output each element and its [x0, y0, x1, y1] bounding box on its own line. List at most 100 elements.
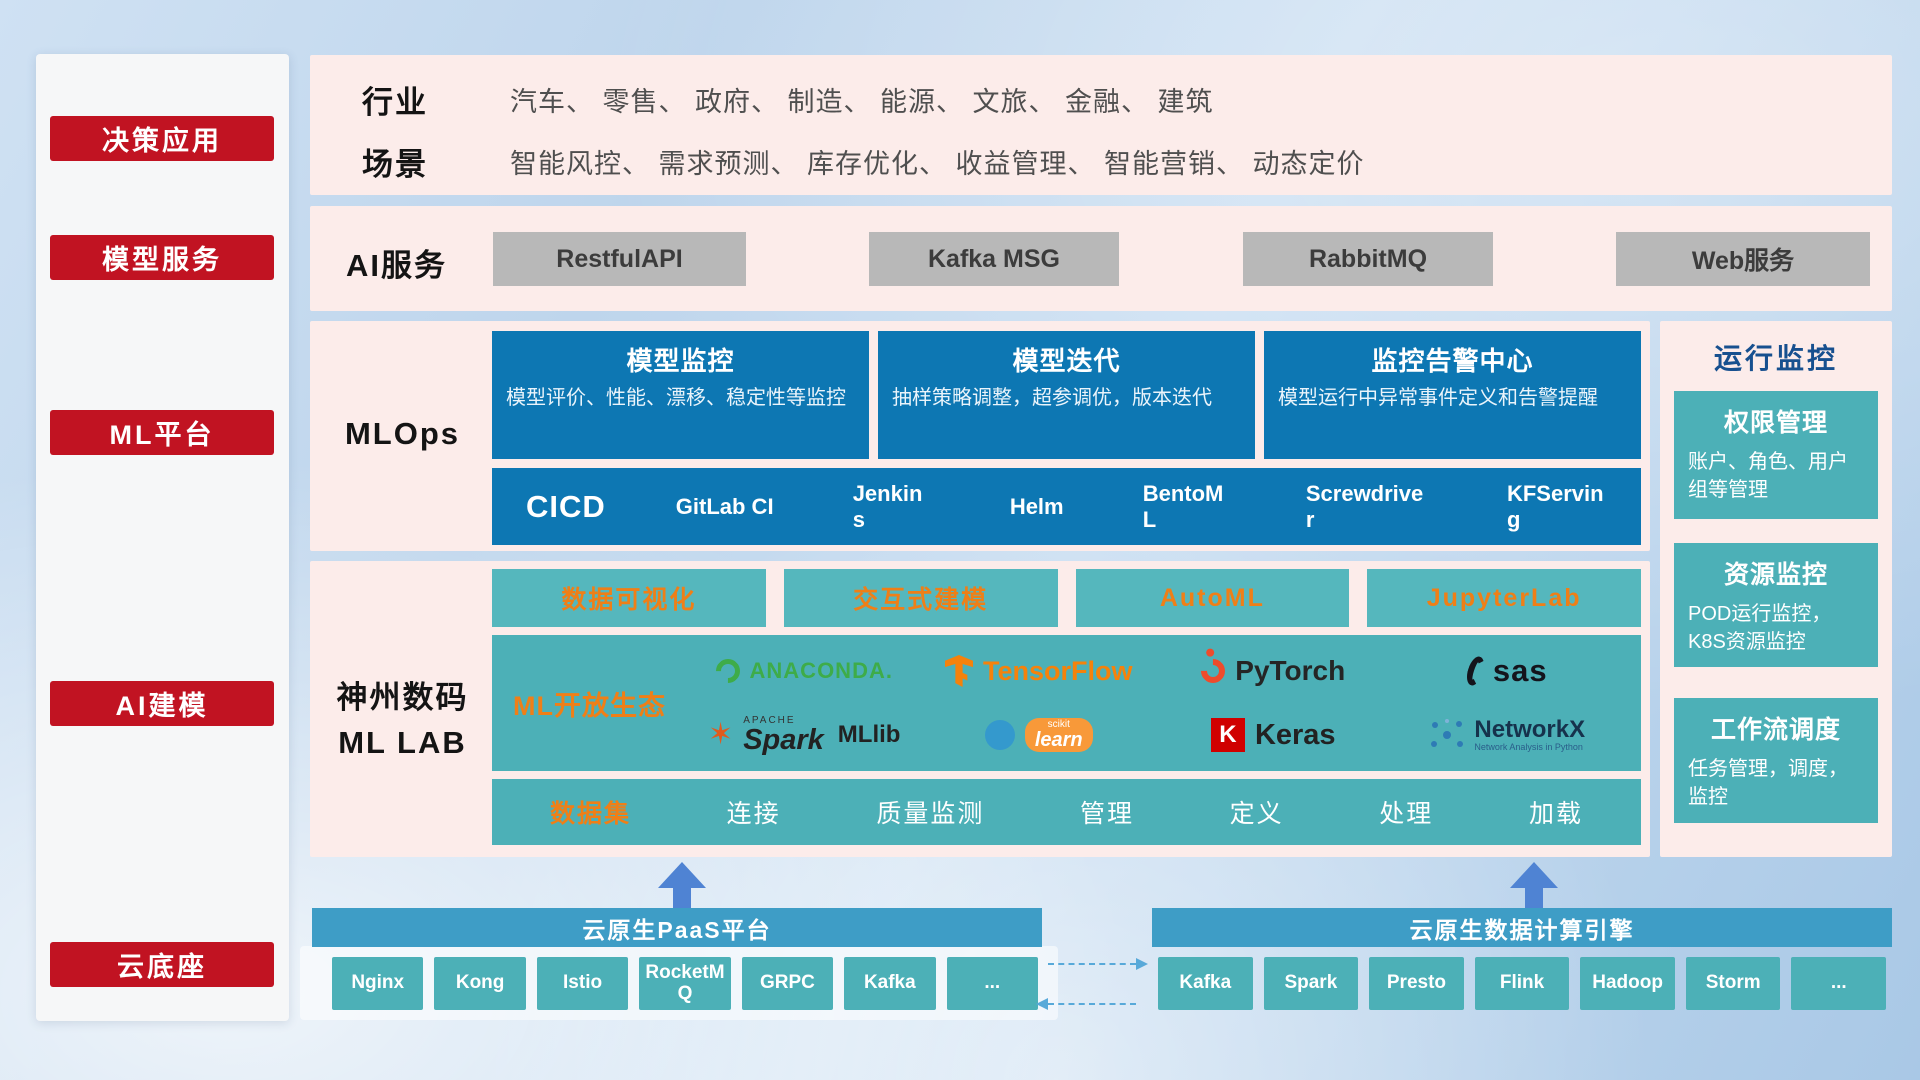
- jenkins-item: Jenkins: [852, 481, 923, 532]
- up-arrow-icon: [658, 862, 706, 908]
- workflow-scheduling-card: 工作流调度 任务管理，调度，监控: [1674, 698, 1878, 823]
- cicd-items: GitLab CI Jenkins Helm BentoML Screwdriv…: [676, 481, 1607, 532]
- ai-service-panel: AI服务 RestfulAPI Kafka MSG RabbitMQ Web服务: [310, 206, 1892, 311]
- card-title: 资源监控: [1723, 561, 1828, 589]
- layer-ai-modeling: AI建模: [50, 681, 274, 726]
- mllib-wordmark: MLlib: [837, 721, 901, 748]
- ml-open-ecosystem: ML开放生态 ANACONDA. TensorFlow PyTorch sas: [492, 635, 1641, 771]
- card-title: 监控告警中心: [1371, 346, 1534, 376]
- mlops-panel: MLOps 模型监控 模型评价、性能、漂移、稳定性等监控 模型迭代 抽样策略调整…: [310, 321, 1650, 551]
- kafka-block: Kafka: [844, 957, 936, 1010]
- learn-label: learn: [1034, 729, 1083, 751]
- arrow-head: [1510, 862, 1558, 888]
- keras-wordmark: Keras: [1254, 718, 1336, 751]
- more-block: ...: [1791, 957, 1887, 1010]
- sas-icon: [1463, 654, 1488, 688]
- dataset-quality-item: 质量监测: [876, 800, 985, 828]
- more-block: ...: [946, 957, 1038, 1010]
- web-service-block: Web服务: [1616, 232, 1870, 286]
- automl-block: AutoML: [1075, 569, 1350, 627]
- tensorflow-logo: TensorFlow: [922, 642, 1157, 700]
- flink-block: Flink: [1474, 957, 1570, 1010]
- keras-icon: K: [1210, 718, 1245, 752]
- dataset-bar: 数据集 连接 质量监测 管理 定义 处理 加载: [492, 779, 1641, 845]
- ml-open-ecosystem-label: ML开放生态: [513, 690, 666, 721]
- alert-center-card: 监控告警中心 模型运行中异常事件定义和告警提醒: [1264, 331, 1641, 459]
- dashed-arrow-right-icon: [1048, 958, 1148, 970]
- kfserving-item: KFServing: [1506, 481, 1604, 532]
- sas-wordmark: sas: [1492, 653, 1548, 688]
- rabbitmq-block: RabbitMQ: [1243, 232, 1493, 286]
- spark-wordmark: APACHE Spark: [743, 714, 824, 756]
- presto-block: Presto: [1369, 957, 1464, 1010]
- dataset-define-item: 定义: [1229, 800, 1284, 828]
- spark-apache-label: APACHE: [743, 714, 796, 726]
- layer-decision-apps: 决策应用: [50, 116, 274, 161]
- runtime-monitoring-title: 运行监控: [1713, 343, 1838, 374]
- engine-components-row: Kafka Spark Presto Flink Hadoop Storm ..…: [1158, 957, 1887, 1010]
- keras-logo: K Keras: [1156, 706, 1391, 764]
- hadoop-block: Hadoop: [1580, 957, 1675, 1010]
- cicd-label: CICD: [526, 488, 606, 524]
- nginx-block: Nginx: [332, 957, 424, 1010]
- dataset-connect-item: 连接: [726, 800, 781, 828]
- kong-block: Kong: [434, 957, 526, 1010]
- anaconda-logo: ANACONDA.: [687, 642, 922, 700]
- industry-label: 行业: [362, 85, 428, 120]
- screwdriver-item: Screwdriver: [1305, 481, 1424, 532]
- data-visualization-block: 数据可视化: [492, 569, 766, 627]
- dataset-load-item: 加载: [1528, 800, 1583, 828]
- mlops-label: MLOps: [344, 416, 461, 451]
- data-engine-header: 云原生数据计算引擎: [1152, 908, 1892, 947]
- dataset-process-item: 处理: [1379, 800, 1434, 828]
- scikit-label: scikit: [1047, 719, 1070, 730]
- pytorch-wordmark: PyTorch: [1235, 655, 1346, 686]
- kafka-block: Kafka: [1158, 957, 1253, 1010]
- resource-monitoring-card: 资源监控 POD运行监控，K8S资源监控: [1674, 543, 1878, 667]
- paas-components-row: Nginx Kong Istio RocketMQ GRPC Kafka ...: [332, 957, 1038, 1010]
- industry-scene-panel: 行业 汽车、 零售、 政府、 制造、 能源、 文旅、 金融、 建筑 场景 智能风…: [310, 55, 1892, 195]
- gitlab-ci-item: GitLab CI: [675, 493, 774, 519]
- paas-platform-header: 云原生PaaS平台: [312, 908, 1042, 947]
- tensorflow-icon: [944, 655, 973, 687]
- spark-name: Spark: [743, 723, 824, 756]
- card-title: 模型监控: [626, 346, 735, 376]
- scikit-learn-icon: [984, 720, 1015, 750]
- dataset-manage-item: 管理: [1079, 800, 1134, 828]
- layer-ml-platform: ML平台: [50, 410, 274, 455]
- jupyterlab-block: JupyterLab: [1367, 569, 1641, 627]
- model-iteration-card: 模型迭代 抽样策略调整，超参调优，版本迭代: [878, 331, 1255, 459]
- runtime-monitoring-panel: 运行监控 权限管理 账户、角色、用户组等管理 资源监控 POD运行监控，K8S资…: [1660, 321, 1892, 857]
- ml-lab-tools-row: 数据可视化 交互式建模 AutoML JupyterLab: [492, 569, 1641, 627]
- ml-lab-label-line2: ML LAB: [338, 724, 467, 760]
- anaconda-icon: [710, 654, 745, 688]
- spark-block: Spark: [1263, 957, 1359, 1010]
- grpc-block: GRPC: [741, 957, 834, 1010]
- kafka-msg-block: Kafka MSG: [869, 232, 1119, 286]
- ml-lab-label: 神州数码 ML LAB: [315, 676, 490, 766]
- layer-nav-sidebar: 决策应用 模型服务 ML平台 AI建模 云底座: [36, 54, 289, 1021]
- tensorflow-wordmark: TensorFlow: [982, 655, 1133, 686]
- card-desc: 模型评价、性能、漂移、稳定性等监控: [506, 387, 846, 409]
- model-monitoring-card: 模型监控 模型评价、性能、漂移、稳定性等监控: [492, 331, 869, 459]
- card-desc: 任务管理，调度，监控: [1688, 758, 1848, 808]
- cicd-bar: CICD GitLab CI Jenkins Helm BentoML Scre…: [492, 468, 1641, 545]
- spark-mllib-logo: ✶ APACHE Spark MLlib: [687, 706, 922, 764]
- arrow-head: [658, 862, 706, 888]
- bentoml-item: BentoML: [1142, 481, 1224, 532]
- card-desc: POD运行监控，K8S资源监控: [1688, 603, 1832, 653]
- restful-api-block: RestfulAPI: [493, 232, 746, 286]
- networkx-name: NetworkX: [1474, 715, 1586, 743]
- layer-cloud-base: 云底座: [50, 942, 274, 987]
- arrow-stem: [1525, 888, 1543, 908]
- ml-ecosystem-logos: ANACONDA. TensorFlow PyTorch sas ✶: [687, 642, 1641, 764]
- card-desc: 账户、角色、用户组等管理: [1688, 451, 1848, 501]
- mlops-cards: 模型监控 模型评价、性能、漂移、稳定性等监控 模型迭代 抽样策略调整，超参调优，…: [492, 331, 1641, 459]
- ai-service-label: AI服务: [346, 248, 447, 283]
- ml-lab-panel: 神州数码 ML LAB 数据可视化 交互式建模 AutoML JupyterLa…: [310, 561, 1650, 857]
- ml-lab-label-line1: 神州数码: [336, 680, 469, 715]
- dataset-label: 数据集: [550, 800, 632, 828]
- anaconda-wordmark: ANACONDA.: [749, 658, 893, 683]
- scikit-learn-logo: scikit learn: [922, 706, 1157, 764]
